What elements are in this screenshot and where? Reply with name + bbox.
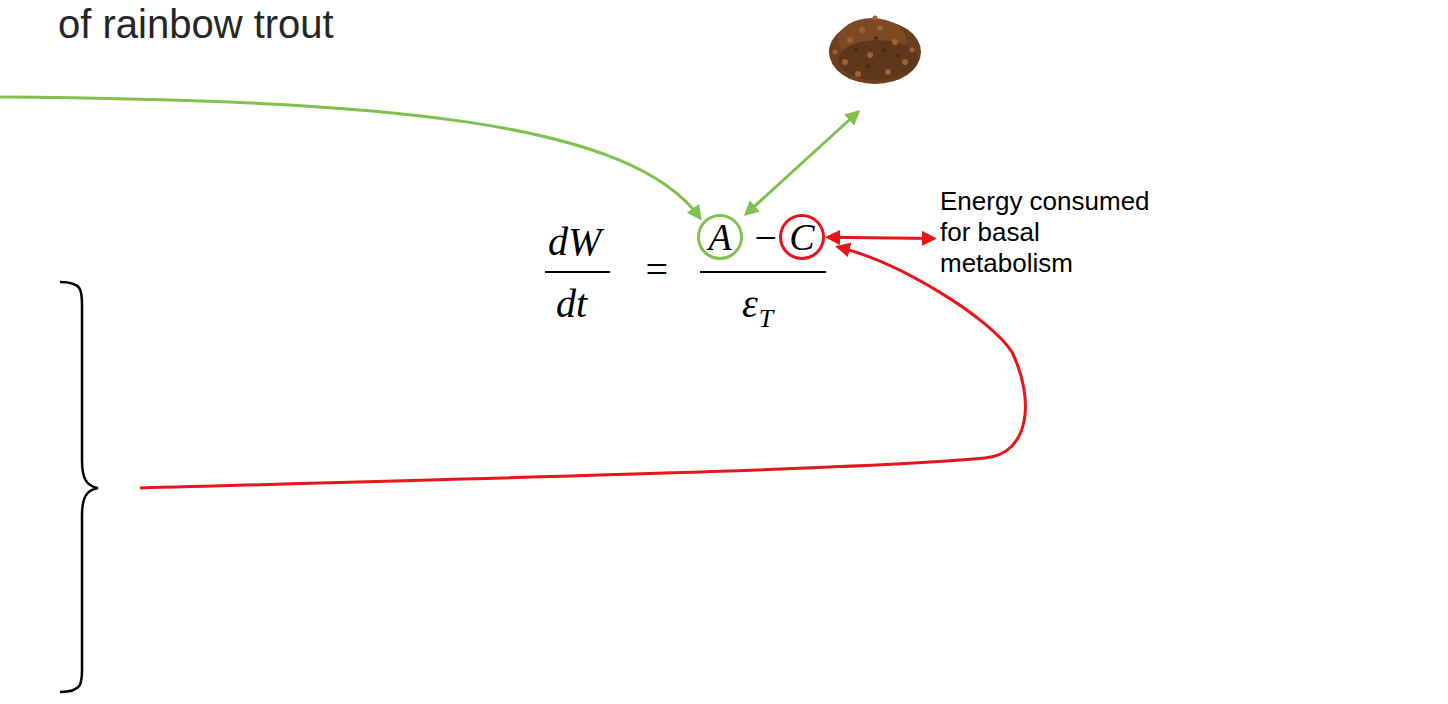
- feed-pellets: [829, 16, 921, 85]
- math-numerator: dW: [548, 222, 601, 262]
- curly-bracket: [60, 282, 98, 692]
- node-text: Energy consumed for basal metabolism: [940, 186, 1154, 279]
- circled-term: A: [697, 214, 743, 260]
- epsilon-symbol: ε: [742, 284, 758, 324]
- feed-arrow: [746, 112, 858, 214]
- callout-arrow: [828, 237, 934, 238]
- green-curve: [0, 97, 700, 218]
- annotation-text: Energy consumed for basal metabolism: [938, 184, 1156, 281]
- node-text: A: [708, 218, 731, 256]
- fraction-bar: [700, 271, 826, 273]
- fraction-bar: [545, 271, 610, 273]
- slide-title: of rainbow trout: [58, 2, 334, 46]
- equals-sign: =: [643, 250, 670, 290]
- red-curve: [140, 247, 1025, 488]
- circled-term: C: [779, 214, 825, 260]
- subscript: T: [759, 306, 773, 332]
- node-text: C: [789, 218, 814, 256]
- math-denominator: dt: [556, 284, 587, 324]
- minus-sign: −: [752, 218, 779, 258]
